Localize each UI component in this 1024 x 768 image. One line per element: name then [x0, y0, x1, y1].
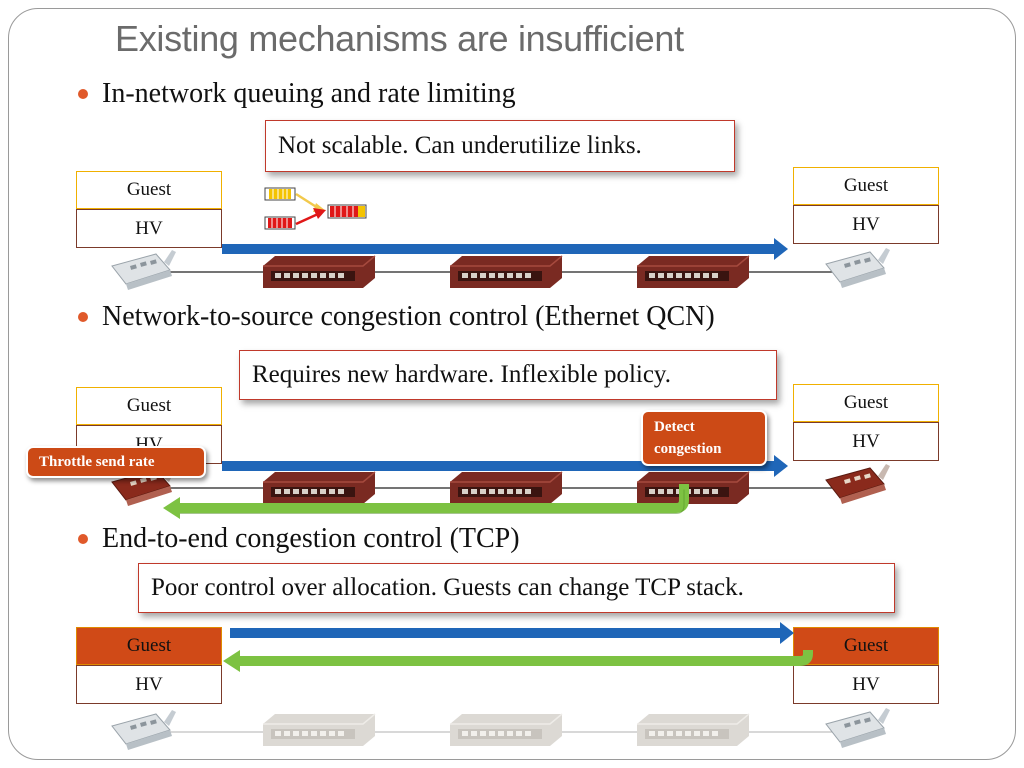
network-switch-icon	[636, 255, 750, 289]
forward-arrow-head	[774, 455, 788, 477]
feedback-arrow-head	[223, 650, 240, 672]
forward-arrow-body	[222, 244, 777, 254]
bullet-dot-icon	[78, 89, 88, 99]
hv-box-right: HV	[793, 422, 939, 461]
queue-icon	[327, 204, 367, 219]
network-switch-icon	[262, 471, 376, 505]
network-switch-icon	[262, 255, 376, 289]
guest-box-left: Guest	[76, 627, 222, 665]
network-switch-icon	[636, 713, 750, 747]
feedback-arrow-head	[163, 497, 180, 519]
network-switch-icon	[449, 255, 563, 289]
merge-arrow-yellow	[295, 192, 319, 210]
bullet-text: End-to-end congestion control (TCP)	[102, 523, 520, 554]
nic-card-icon	[825, 247, 891, 289]
hv-box-left: HV	[76, 209, 222, 248]
guest-box-right: Guest	[793, 384, 939, 422]
forward-arrow-body	[222, 461, 777, 471]
network-switch-icon	[449, 713, 563, 747]
hv-box-right: HV	[793, 665, 939, 704]
slide-frame	[8, 8, 1016, 760]
queue-icon	[264, 216, 296, 230]
bullet-in-network: In-network queuing and rate limiting	[78, 78, 516, 110]
badge-throttle-send-rate: Throttle send rate	[26, 446, 206, 478]
bullet-text: Network-to-source congestion control (Et…	[102, 301, 715, 332]
bullet-text: In-network queuing and rate limiting	[102, 78, 516, 109]
bullet-dot-icon	[78, 312, 88, 322]
badge-detect-congestion: Detect congestion	[641, 410, 767, 466]
network-switch-icon	[262, 713, 376, 747]
callout-poor-control: Poor control over allocation. Guests can…	[138, 563, 895, 613]
nic-card-icon	[111, 249, 177, 291]
network-switch-icon	[449, 471, 563, 505]
guest-box-left: Guest	[76, 387, 222, 425]
guest-box-left: Guest	[76, 171, 222, 209]
nic-card-icon	[825, 463, 891, 505]
callout-requires-hardware: Requires new hardware. Inflexible policy…	[239, 350, 777, 400]
forward-arrow-head	[780, 622, 794, 644]
hv-box-left: HV	[76, 665, 222, 704]
bullet-network-to-source: Network-to-source congestion control (Et…	[78, 301, 715, 333]
merge-arrow-red	[295, 212, 319, 226]
queue-icon	[264, 187, 296, 201]
nic-card-icon	[111, 709, 177, 751]
callout-not-scalable: Not scalable. Can underutilize links.	[265, 120, 735, 172]
forward-arrow-head	[774, 238, 788, 260]
guest-box-right: Guest	[793, 627, 939, 665]
guest-box-right: Guest	[793, 167, 939, 205]
network-switch-icon	[636, 471, 750, 505]
bullet-dot-icon	[78, 534, 88, 544]
bullet-end-to-end: End-to-end congestion control (TCP)	[78, 523, 520, 555]
feedback-arrow-body	[236, 650, 813, 666]
hv-box-right: HV	[793, 205, 939, 244]
nic-card-icon	[825, 707, 891, 749]
slide-title: Existing mechanisms are insufficient	[115, 18, 684, 59]
forward-arrow-body	[230, 628, 781, 638]
